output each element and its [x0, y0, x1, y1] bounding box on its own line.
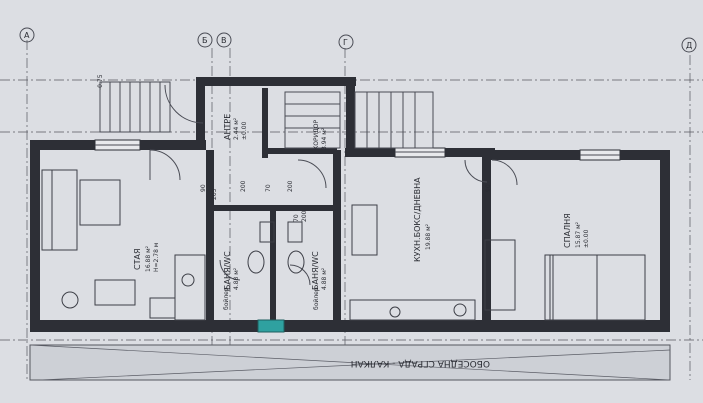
interior-walls	[206, 88, 491, 320]
axis-bubble-b: Б	[197, 32, 213, 48]
svg-text:СТАЯ: СТАЯ	[133, 248, 142, 270]
room-label-spalnya: СПАЛНЯ 15.87 м² ±0.00	[563, 213, 590, 248]
bottom-label: ОБОСЕДНА СГРАДА - КАЛКАН	[351, 358, 490, 368]
svg-text:200: 200	[287, 180, 294, 192]
svg-text:КУХН.БОКС/ДНЕВНА: КУХН.БОКС/ДНЕВНА	[413, 177, 422, 262]
svg-text:90: 90	[200, 184, 207, 192]
svg-text:200: 200	[240, 180, 247, 192]
svg-text:Б: Б	[202, 36, 208, 45]
svg-text:4.88 м²: 4.88 м²	[321, 267, 328, 290]
svg-text:БАНЯ/WC: БАНЯ/WC	[223, 251, 232, 290]
svg-text:2.44 м²: 2.44 м²	[233, 117, 240, 140]
svg-text:Г: Г	[343, 38, 348, 47]
door-swings	[149, 84, 518, 286]
boiler-labels: бойлер бойлер	[223, 287, 320, 310]
svg-text:А: А	[24, 31, 30, 40]
svg-text:В: В	[221, 36, 227, 45]
dimension-labels: 205 90 200 70 200 70 200 90	[200, 180, 492, 222]
room-label-banya-1: БАНЯ/WC 4.88 м²	[223, 251, 240, 290]
svg-text:200: 200	[301, 210, 308, 222]
axis-bubble-v: В	[216, 32, 232, 48]
svg-text:19.88 м²: 19.88 м²	[425, 223, 432, 250]
svg-text:70: 70	[265, 184, 272, 192]
svg-text:16.88 м²: 16.88 м²	[145, 245, 152, 272]
svg-text:СПАЛНЯ: СПАЛНЯ	[563, 213, 572, 248]
room-label-antre: АНТРЕ 2.44 м² ±0.00	[223, 114, 248, 140]
svg-text:±0.00: ±0.00	[583, 229, 590, 248]
svg-text:Д: Д	[686, 41, 692, 50]
svg-text:90: 90	[485, 184, 492, 192]
svg-text:15.87 м²: 15.87 м²	[575, 221, 582, 248]
svg-text:205: 205	[211, 188, 218, 200]
svg-text:КОРИДОР: КОРИДОР	[313, 120, 320, 150]
room-label-kuhnya: КУХН.БОКС/ДНЕВНА 19.88 м²	[413, 177, 432, 262]
room-label-koridor: КОРИДОР 3.94 м²	[313, 120, 328, 150]
room-label-staya: СТАЯ 16.88 м² Н=2.78 м	[133, 243, 160, 272]
svg-text:бойлер: бойлер	[223, 287, 230, 310]
neighbor-wall-band	[29, 344, 671, 381]
windows	[94, 139, 621, 333]
entrance-stairs	[99, 81, 434, 149]
room-label-banya-2: БАНЯ/WC 4.88 м²	[311, 251, 328, 290]
svg-text:3.94 м²: 3.94 м²	[321, 127, 328, 150]
furniture	[41, 169, 646, 321]
svg-text:Н=2.78 м: Н=2.78 м	[153, 243, 160, 272]
axis-bubble-g: Г	[338, 34, 354, 50]
level-mark-stair: -0.75	[97, 74, 104, 90]
svg-text:БАНЯ/WC: БАНЯ/WC	[311, 251, 320, 290]
svg-text:-0.75: -0.75	[97, 74, 104, 90]
axis-bubble-d: Д	[681, 37, 697, 53]
svg-text:±0.00: ±0.00	[241, 121, 248, 140]
svg-text:АНТРЕ: АНТРЕ	[223, 114, 232, 140]
svg-text:бойлер: бойлер	[313, 287, 320, 310]
svg-text:4.88 м²: 4.88 м²	[233, 267, 240, 290]
axis-bubble-a: А	[19, 27, 35, 43]
svg-text:70: 70	[293, 214, 300, 222]
